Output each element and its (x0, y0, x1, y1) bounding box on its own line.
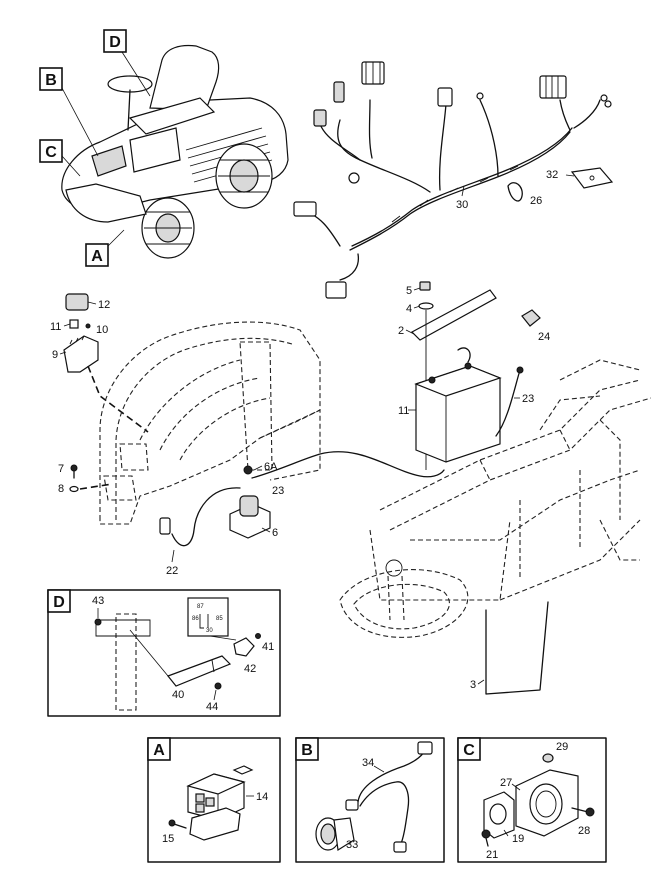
part-5-label: 5 (406, 285, 412, 297)
part-22-label: 22 (166, 565, 178, 577)
part-14-label: 14 (256, 791, 268, 803)
part-28-label: 28 (578, 825, 590, 837)
relay-terminal-86: 86 (192, 616, 199, 622)
view-d-callout: D (109, 34, 121, 51)
tractor-frame-outline: 3 (339, 359, 651, 695)
part-30-label: 30 (456, 199, 468, 211)
mower-illustration: D B C A (39, 29, 289, 267)
inset-a: A 14 15 (147, 737, 281, 863)
relay-mount-assembly: 12 11 10 9 (50, 293, 149, 433)
inset-c: C 27 29 19 21 28 (457, 737, 607, 863)
part-23b-label: 23 (272, 485, 284, 497)
part-10-label: 10 (96, 324, 108, 336)
view-a-callout: A (91, 248, 103, 265)
part-19-label: 19 (512, 833, 524, 845)
part-34-label: 34 (362, 757, 374, 769)
screw-7-washer-8: 7 8 (58, 463, 113, 495)
wiring-harness: 30 (293, 61, 612, 299)
part-11a-label: 11 (50, 321, 61, 333)
part-7-label: 7 (58, 463, 64, 475)
part-4-label: 4 (406, 303, 412, 315)
starter-solenoid-6: 6A 6 22 23 (159, 451, 445, 577)
view-c-callout: C (45, 144, 57, 161)
part-40-label: 40 (172, 689, 184, 701)
part-9-label: 9 (52, 349, 58, 361)
part-44-label: 44 (206, 701, 218, 713)
part-24-label: 24 (538, 331, 550, 343)
part-42-label: 42 (244, 663, 256, 675)
inset-d: D 43 87 86 85 30 42 41 40 44 (47, 589, 281, 717)
relay-terminal-30: 30 (206, 628, 213, 634)
part-32-label: 32 (546, 169, 558, 181)
part-41-label: 41 (262, 641, 274, 653)
relay-terminal-85: 85 (216, 616, 223, 622)
part-21-label: 21 (486, 849, 498, 861)
part-8-label: 8 (58, 483, 64, 495)
part-15-label: 15 (162, 833, 174, 845)
relay-terminal-87: 87 (197, 604, 204, 610)
battery-11: 11 23 (398, 347, 534, 463)
cable-tie-26: 26 (507, 182, 542, 207)
part-24-clip: 24 (521, 309, 550, 343)
bracket-32: 32 (546, 167, 614, 189)
part-26-label: 26 (530, 195, 542, 207)
part-2-label: 2 (398, 325, 404, 337)
part-3-label: 3 (470, 679, 476, 691)
inset-d-label: D (53, 594, 65, 611)
part-33-label: 33 (346, 839, 358, 851)
inset-c-label: C (463, 742, 475, 759)
part-43-label: 43 (92, 595, 104, 607)
part-11b-label: 11 (398, 405, 409, 417)
inset-b-label: B (301, 742, 313, 759)
part-12-label: 12 (98, 299, 110, 311)
view-b-callout: B (45, 72, 57, 89)
part-6-label: 6 (272, 527, 278, 539)
part-29-label: 29 (556, 741, 568, 753)
inset-b: B 34 33 (295, 737, 445, 863)
part-23a-label: 23 (522, 393, 534, 405)
fender-outline (99, 321, 321, 525)
part-27-label: 27 (500, 777, 512, 789)
inset-a-label: A (153, 742, 165, 759)
